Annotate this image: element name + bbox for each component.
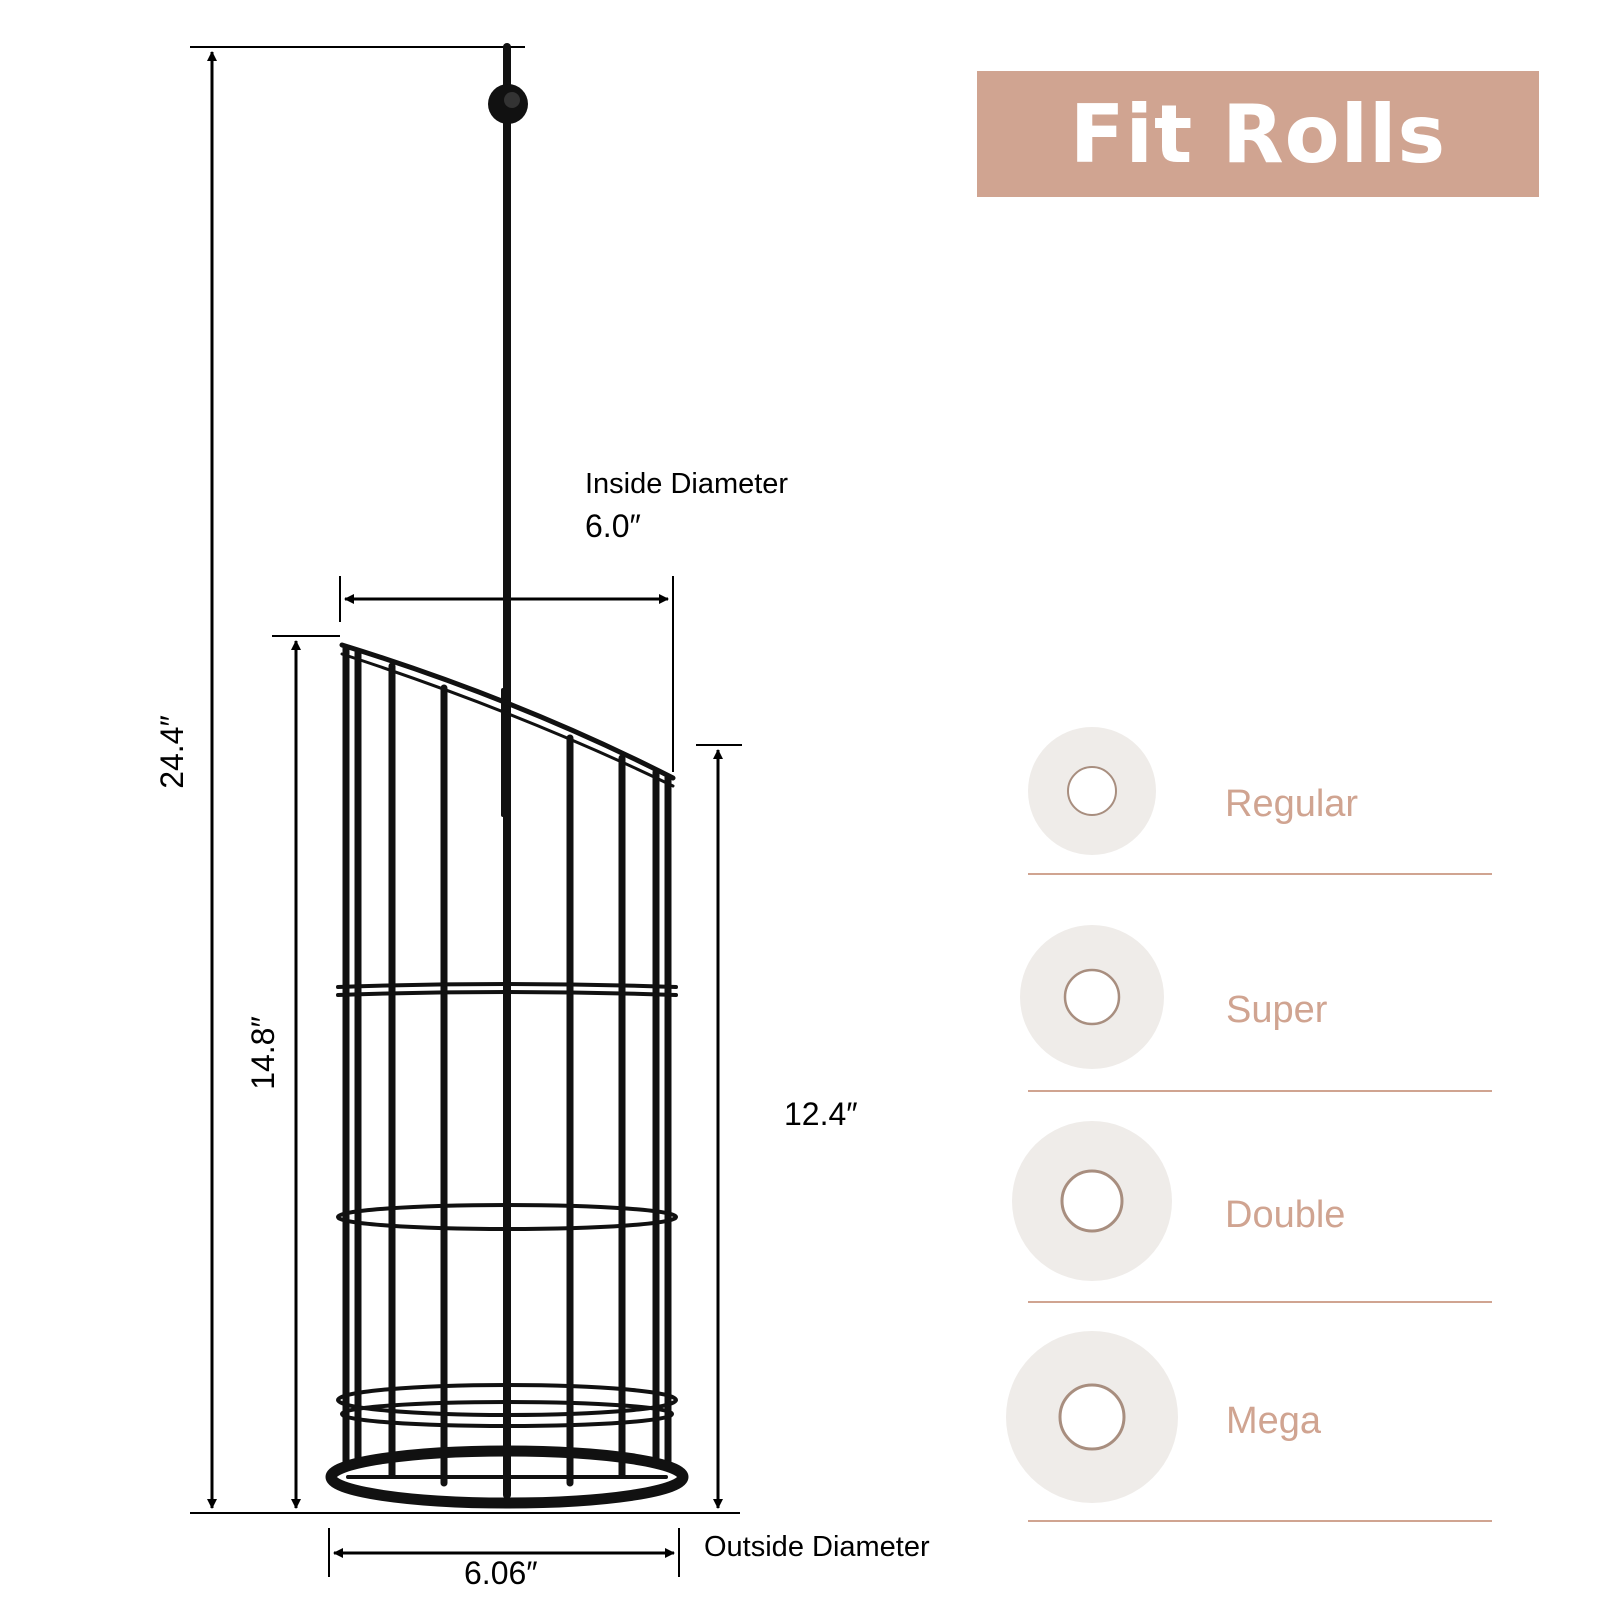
roll-label-mega: Mega	[1226, 1400, 1322, 1442]
dimension-lines	[190, 46, 742, 1577]
fit-rolls-banner: Fit Rolls	[977, 71, 1539, 197]
mega-roll-icon	[1006, 1331, 1178, 1503]
inside-diameter-value: 6.0″	[585, 508, 641, 544]
roll-label-double: Double	[1225, 1194, 1346, 1236]
outside-diameter-label: Outside Diameter	[704, 1531, 930, 1563]
super-roll-icon	[1020, 925, 1164, 1069]
roll-separators	[1028, 873, 1492, 1522]
outside-diameter-value: 6.06″	[464, 1555, 538, 1591]
roll-label-super: Super	[1226, 989, 1328, 1031]
regular-roll-icon	[1028, 727, 1156, 855]
roll-icons	[1006, 727, 1178, 1503]
inner-height-label: 12.4″	[784, 1096, 858, 1132]
total-height-label: 24.4″	[154, 715, 190, 789]
basket-height-label: 14.8″	[245, 1016, 281, 1090]
inside-diameter-label: Inside Diameter	[585, 468, 789, 500]
holder-illustration	[325, 43, 689, 1509]
banner-title: Fit Rolls	[1069, 87, 1447, 181]
roll-label-regular: Regular	[1225, 783, 1359, 825]
double-roll-icon	[1012, 1121, 1172, 1281]
